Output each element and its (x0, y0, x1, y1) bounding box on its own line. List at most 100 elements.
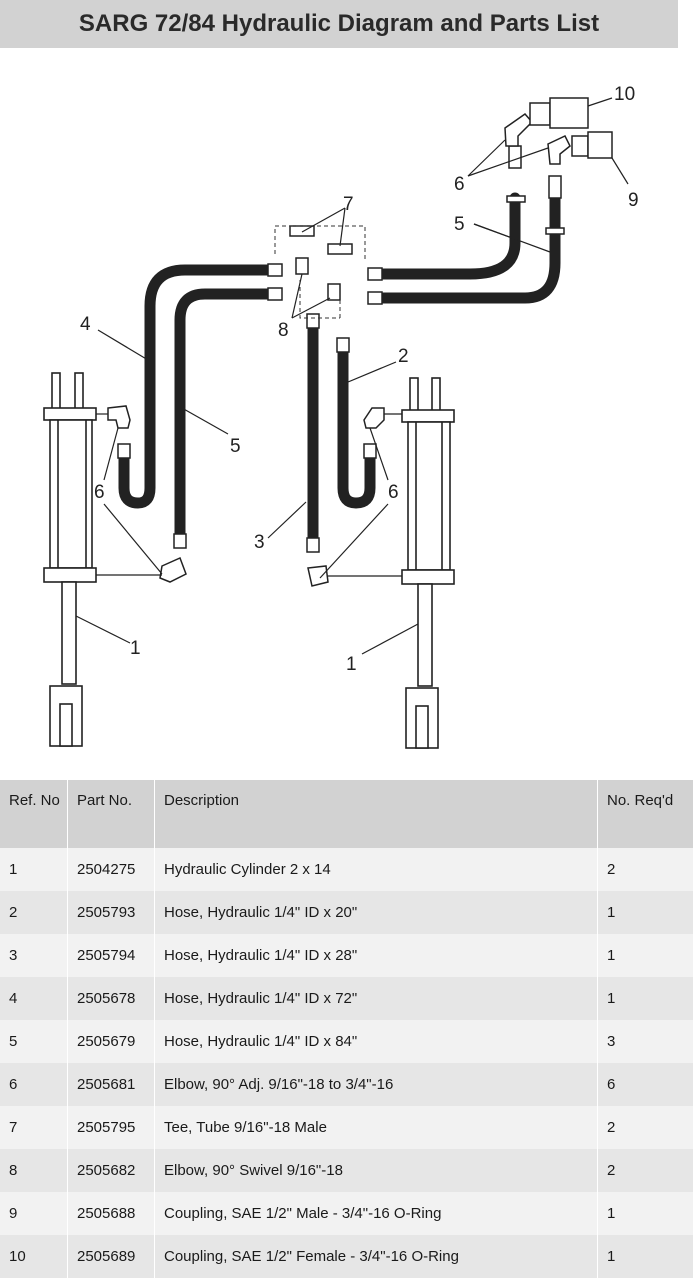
hose-4 (118, 264, 276, 509)
cell-ref: 2 (0, 891, 68, 934)
elbow-fitting (107, 405, 131, 429)
cell-desc: Tee, Tube 9/16"-18 Male (154, 1106, 598, 1149)
cell-part: 2505793 (67, 891, 155, 934)
callout-3: 3 (254, 532, 265, 553)
cell-qty: 2 (597, 1106, 693, 1149)
callout-1-right: 1 (346, 654, 357, 675)
title-bar: SARG 72/84 Hydraulic Diagram and Parts L… (0, 0, 678, 48)
callout-6-left: 6 (94, 482, 105, 503)
cylinder-left (43, 372, 97, 747)
hose-collar (545, 227, 565, 235)
leader-lines (75, 97, 629, 655)
cell-part: 2504275 (67, 848, 155, 891)
cell-qty: 1 (597, 977, 693, 1020)
cell-ref: 4 (0, 977, 68, 1020)
coupling-9 (587, 131, 613, 159)
cell-ref: 10 (0, 1235, 68, 1278)
cell-ref: 8 (0, 1149, 68, 1192)
cell-ref: 1 (0, 848, 68, 891)
callout-6-top: 6 (454, 174, 465, 195)
callout-1-left: 1 (130, 638, 141, 659)
cell-qty: 1 (597, 891, 693, 934)
hose-collar (506, 195, 526, 203)
callout-4: 4 (80, 314, 91, 335)
table-header-row: Ref. No Part No. Description No. Req'd (0, 780, 693, 848)
hydraulic-diagram: 10 6 9 5 7 8 4 2 5 6 6 3 1 1 (43, 84, 639, 749)
elbow-fitting (504, 112, 534, 147)
cell-qty: 2 (597, 848, 693, 891)
hose-5-right-upper (374, 192, 521, 280)
hose-end (363, 443, 377, 459)
cell-part: 2505689 (67, 1235, 155, 1278)
hose-end (306, 537, 320, 553)
cell-part: 2505681 (67, 1063, 155, 1106)
hose-5-right-lower (374, 177, 561, 304)
cell-ref: 5 (0, 1020, 68, 1063)
callout-6-right: 6 (388, 482, 399, 503)
elbow-8 (295, 257, 309, 275)
hose-end (367, 291, 383, 305)
cell-part: 2505679 (67, 1020, 155, 1063)
hose-end (267, 287, 283, 301)
cell-qty: 1 (597, 934, 693, 977)
callout-2: 2 (398, 346, 409, 367)
cell-qty: 1 (597, 1192, 693, 1235)
elbow-fitting (159, 556, 187, 583)
callout-7: 7 (343, 194, 354, 215)
tube-lines (96, 413, 402, 577)
cell-desc: Elbow, 90° Swivel 9/16"-18 (154, 1149, 598, 1192)
parts-table: Ref. No Part No. Description No. Req'd 1… (0, 780, 693, 1278)
cell-desc: Hose, Hydraulic 1/4" ID x 72" (154, 977, 598, 1020)
callout-9: 9 (628, 190, 639, 211)
hose-end (508, 145, 522, 169)
coupling-9 (571, 135, 589, 157)
cell-qty: 3 (597, 1020, 693, 1063)
cell-desc: Hose, Hydraulic 1/4" ID x 84" (154, 1020, 598, 1063)
cell-part: 2505678 (67, 977, 155, 1020)
cylinder-right (401, 377, 455, 749)
cell-desc: Elbow, 90° Adj. 9/16"-18 to 3/4"-16 (154, 1063, 598, 1106)
hose-end (267, 263, 283, 277)
callout-10: 10 (614, 84, 635, 105)
hoses (118, 177, 561, 552)
callout-5-top: 5 (454, 214, 465, 235)
header-ref-no: Ref. No (0, 780, 68, 848)
elbow-fitting (363, 407, 385, 429)
cell-desc: Hydraulic Cylinder 2 x 14 (154, 848, 598, 891)
elbow-fitting (547, 135, 571, 165)
cell-ref: 6 (0, 1063, 68, 1106)
cell-ref: 3 (0, 934, 68, 977)
cell-part: 2505688 (67, 1192, 155, 1235)
cell-desc: Hose, Hydraulic 1/4" ID x 28" (154, 934, 598, 977)
hose-2 (337, 342, 376, 509)
cell-ref: 7 (0, 1106, 68, 1149)
hose-end (548, 175, 562, 199)
manifold-outline (274, 225, 366, 319)
hose-end (336, 337, 350, 353)
cell-desc: Hose, Hydraulic 1/4" ID x 20" (154, 891, 598, 934)
cell-desc: Coupling, SAE 1/2" Male - 3/4"-16 O-Ring (154, 1192, 598, 1235)
hose-end (117, 443, 131, 459)
cell-desc: Coupling, SAE 1/2" Female - 3/4"-16 O-Ri… (154, 1235, 598, 1278)
cell-qty: 2 (597, 1149, 693, 1192)
header-part-no: Part No. (67, 780, 155, 848)
cell-part: 2505794 (67, 934, 155, 977)
hose-end (173, 533, 187, 549)
tee-7 (289, 225, 315, 237)
hose-end (367, 267, 383, 281)
page-title: SARG 72/84 Hydraulic Diagram and Parts L… (78, 10, 600, 37)
cell-qty: 6 (597, 1063, 693, 1106)
header-description: Description (154, 780, 598, 848)
cell-qty: 1 (597, 1235, 693, 1278)
header-no-reqd: No. Req'd (597, 780, 693, 848)
cell-part: 2505682 (67, 1149, 155, 1192)
